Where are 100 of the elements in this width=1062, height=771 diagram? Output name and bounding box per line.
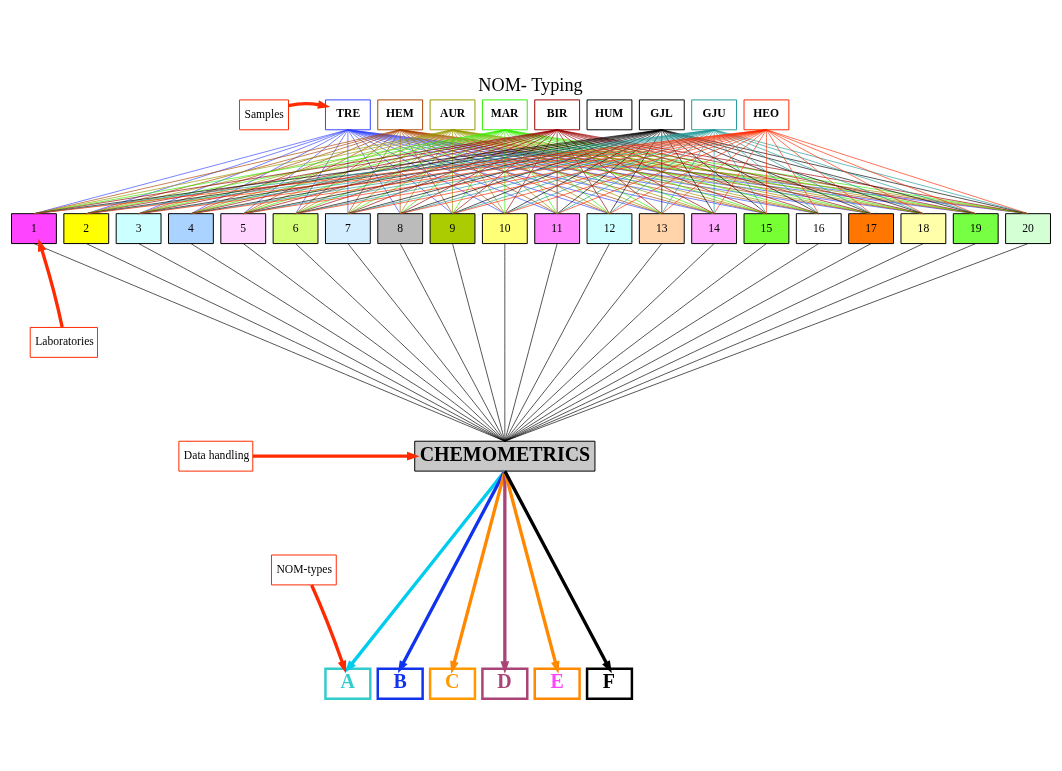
node-box: 12 bbox=[586, 212, 633, 244]
connector bbox=[504, 242, 558, 442]
connector bbox=[556, 128, 610, 214]
node-box: AUR bbox=[429, 98, 476, 130]
connector bbox=[242, 242, 506, 442]
node-box: 17 bbox=[848, 212, 894, 244]
connector bbox=[399, 128, 453, 214]
node-box: 4 bbox=[168, 212, 214, 244]
node-box: D bbox=[481, 667, 529, 700]
connector bbox=[766, 128, 924, 214]
connector bbox=[295, 128, 401, 214]
node-box: F bbox=[585, 667, 634, 700]
connector bbox=[713, 128, 924, 214]
connector bbox=[766, 128, 1029, 214]
connector bbox=[399, 242, 506, 442]
arrow bbox=[503, 469, 612, 673]
arrow bbox=[450, 470, 507, 674]
connector bbox=[661, 128, 924, 214]
diagram-title: NOM- Typing bbox=[478, 74, 583, 95]
connector bbox=[766, 128, 977, 214]
arrow bbox=[397, 469, 507, 673]
connector bbox=[661, 128, 715, 214]
node-box: GJL bbox=[638, 98, 685, 130]
node-box: 11 bbox=[534, 212, 581, 244]
node-box: 15 bbox=[743, 212, 790, 244]
connector bbox=[504, 242, 663, 442]
connector bbox=[609, 128, 767, 214]
node-box: E bbox=[533, 667, 581, 700]
node-box: GJU bbox=[691, 98, 738, 130]
node-box: 10 bbox=[481, 212, 528, 244]
connector bbox=[766, 128, 820, 214]
connector bbox=[295, 128, 453, 214]
arrow bbox=[288, 99, 331, 109]
node-box: Laboratories bbox=[29, 326, 98, 358]
connector bbox=[347, 128, 453, 214]
connector bbox=[661, 128, 767, 214]
connector bbox=[556, 128, 715, 214]
node-box: HEO bbox=[743, 98, 790, 130]
connector bbox=[713, 128, 872, 214]
connector bbox=[242, 128, 401, 214]
node-box: 3 bbox=[115, 212, 162, 244]
node-box: C bbox=[428, 667, 477, 700]
node-box: 13 bbox=[638, 212, 685, 244]
connector bbox=[609, 128, 663, 214]
connector bbox=[713, 128, 715, 214]
connector bbox=[766, 128, 767, 214]
connector bbox=[504, 242, 715, 442]
node-box: HUM bbox=[586, 98, 633, 130]
connector bbox=[347, 128, 349, 214]
connector bbox=[347, 128, 401, 214]
node-box: Samples bbox=[239, 98, 289, 130]
node-box: 18 bbox=[900, 212, 947, 244]
connector bbox=[190, 128, 453, 214]
connector bbox=[661, 128, 872, 214]
arrow bbox=[500, 470, 510, 674]
arrow bbox=[310, 583, 347, 673]
node-box: BIR bbox=[534, 98, 581, 130]
node-box: HEM bbox=[377, 98, 424, 130]
node-box: 1 bbox=[11, 212, 57, 244]
arrow bbox=[503, 470, 560, 674]
node-box: 8 bbox=[377, 212, 424, 244]
connector bbox=[504, 242, 506, 442]
connector bbox=[713, 128, 820, 214]
connector bbox=[609, 128, 715, 214]
node-box: 9 bbox=[429, 212, 476, 244]
connector bbox=[452, 242, 506, 442]
connector bbox=[556, 128, 820, 214]
node-box: A bbox=[324, 667, 372, 700]
connector bbox=[556, 128, 767, 214]
node-box: NOM-types bbox=[270, 554, 337, 585]
node-box: 19 bbox=[952, 212, 999, 244]
connector bbox=[242, 128, 349, 214]
connector bbox=[242, 128, 453, 214]
node-box: MAR bbox=[481, 98, 528, 130]
node-box: 6 bbox=[272, 212, 319, 244]
connector bbox=[295, 128, 349, 214]
connector bbox=[661, 128, 820, 214]
node-box: TRE bbox=[324, 98, 371, 130]
connector bbox=[713, 128, 977, 214]
connector bbox=[347, 242, 506, 442]
connector bbox=[556, 128, 663, 214]
connector bbox=[504, 242, 767, 442]
node-box: 2 bbox=[63, 212, 110, 244]
connector bbox=[504, 242, 610, 442]
connector bbox=[295, 242, 506, 442]
node-box: 7 bbox=[324, 212, 371, 244]
arrow bbox=[252, 451, 420, 461]
connector bbox=[766, 128, 872, 214]
arrow bbox=[344, 469, 507, 673]
connector bbox=[661, 128, 663, 214]
connector bbox=[713, 128, 767, 214]
node-box: Data handling bbox=[178, 440, 254, 472]
node-box: 14 bbox=[691, 212, 738, 244]
node-box: 20 bbox=[1005, 212, 1051, 244]
connector bbox=[452, 128, 453, 214]
node-box: 16 bbox=[795, 212, 842, 244]
node-box: B bbox=[376, 667, 424, 700]
node-box: CHEMOMETRICS bbox=[414, 440, 596, 472]
node-box: 5 bbox=[220, 212, 267, 244]
arrow bbox=[38, 238, 64, 327]
